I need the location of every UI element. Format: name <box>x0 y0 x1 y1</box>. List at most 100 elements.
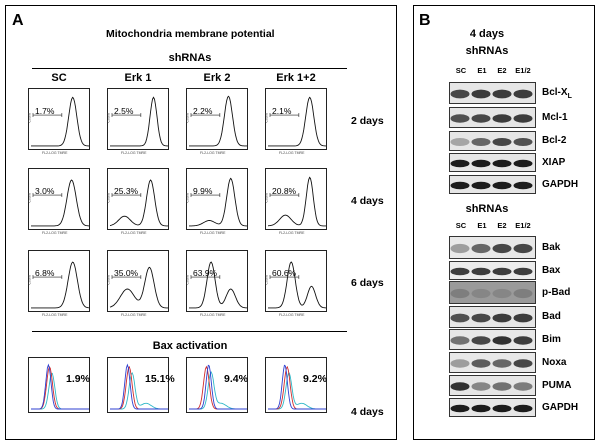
x-axis-label-r1-c1: FL2-LOG TMRE <box>121 231 147 235</box>
y-axis-label-r0-c1: Count <box>106 113 111 123</box>
histogram-curve-r1-c1 <box>109 179 168 227</box>
lane-label-top-2: E2 <box>497 66 507 75</box>
histogram-curve-r2-c2 <box>189 261 247 309</box>
blot-group2-0-bands <box>450 243 533 254</box>
y-axis-label-r0-c2: Count <box>185 113 190 123</box>
panel-b-shrnas-label-2: shRNAs <box>465 203 509 215</box>
bax-curves-0 <box>31 363 89 410</box>
histogram-curve-r2-c1 <box>109 266 168 309</box>
x-axis-label-r2-c2: FL2-LOG TMRE <box>200 313 226 317</box>
lane-label-bottom-3: E1/2 <box>515 221 531 230</box>
blot-group1-3 <box>449 153 536 172</box>
panel-b-shrnas-label-1: shRNAs <box>465 45 509 57</box>
x-axis-label-r1-c2: FL2-LOG TMRE <box>200 231 226 235</box>
blot-group1-1-bands <box>450 114 533 123</box>
blot-group2-3-bands <box>450 313 533 323</box>
percent-r1-c0: 3.0% <box>35 186 55 196</box>
percent-r2-c3: 60.6% <box>272 268 297 278</box>
column-header-1: Erk 1 <box>124 72 152 84</box>
flow-histogram-r2-c1 <box>107 250 169 312</box>
protein-label-g2-1: Bax <box>542 264 561 276</box>
histogram-curve-r0-c1 <box>110 96 168 147</box>
x-axis-label-r0-c3: FL2-LOG TMRE <box>279 151 305 155</box>
lane-label-bottom-1: E1 <box>477 221 487 230</box>
blot-group2-0 <box>449 236 536 259</box>
bax-percent-3: 9.2% <box>303 373 327 385</box>
column-header-0: SC <box>51 72 67 84</box>
x-axis-label-r2-c3: FL2-LOG TMRE <box>279 313 305 317</box>
day-label-row-1: 4 days <box>351 195 384 207</box>
blot-group2-5-bands <box>450 359 533 368</box>
flow-histogram-r1-c2 <box>186 168 248 230</box>
bax-percent-1: 15.1% <box>145 373 175 385</box>
bclx-subscript: L <box>567 93 572 100</box>
protein-label-g2-2: p-Bad <box>542 286 571 298</box>
lane-label-top-3: E1/2 <box>515 66 531 75</box>
bax-histogram-3 <box>265 357 327 413</box>
blot-group1-0-bands <box>450 89 533 99</box>
flow-histogram-r2-c0 <box>28 250 90 312</box>
x-axis-label-r1-c3: FL2-LOG TMRE <box>279 231 305 235</box>
histogram-curve-r0-c2 <box>189 95 247 147</box>
x-axis-label-r1-c0: FL2-LOG TMRE <box>42 231 68 235</box>
bax-histogram-0 <box>28 357 90 413</box>
bax-percent-2: 9.4% <box>224 373 248 385</box>
x-axis-label-r0-c1: FL2-LOG TMRE <box>121 151 147 155</box>
blot-group2-7-bands <box>450 404 533 413</box>
blot-group2-6-bands <box>450 382 533 391</box>
percent-r0-c3: 2.1% <box>272 106 292 116</box>
x-axis-label-r0-c2: FL2-LOG TMRE <box>200 151 226 155</box>
blot-group2-1-bands <box>450 267 533 276</box>
y-axis-label-r0-c0: Count <box>27 113 32 123</box>
percent-r0-c2: 2.2% <box>193 106 213 116</box>
panel-a-shrnas-label: shRNAs <box>168 52 212 64</box>
y-axis-label-r2-c1: Count <box>106 275 111 285</box>
histogram-curve-r2-c0 <box>31 261 89 309</box>
bax-curves-1 <box>110 363 168 410</box>
blot-group1-4 <box>449 175 536 194</box>
blot-group2-6 <box>449 375 536 396</box>
blot-group2-3 <box>449 306 536 328</box>
blot-group2-2 <box>449 281 536 304</box>
x-axis-label-r2-c0: FL2-LOG TMRE <box>42 313 68 317</box>
y-axis-label-r2-c0: Count <box>27 275 32 285</box>
panel-b-letter: B <box>419 12 431 29</box>
percent-r2-c2: 63.9% <box>193 268 218 278</box>
lane-label-top-0: SC <box>455 66 467 75</box>
bax-day-label: 4 days <box>351 406 384 418</box>
day-label-row-0: 2 days <box>351 115 384 127</box>
column-header-3: Erk 1+2 <box>276 72 316 84</box>
day-label-row-2: 6 days <box>351 277 384 289</box>
percent-r1-c2: 9.9% <box>193 186 213 196</box>
panel-a-bax-rule <box>32 331 347 332</box>
y-axis-label-r1-c2: Count <box>185 193 190 203</box>
y-axis-label-r2-c2: Count <box>185 275 190 285</box>
flow-histogram-r0-c2 <box>186 88 248 150</box>
protein-label-g1-0: Bcl-XL <box>542 87 572 100</box>
histogram-curve-r2-c3 <box>268 261 326 309</box>
histogram-curve-r1-c0 <box>31 179 89 227</box>
flow-histogram-r0-c1 <box>107 88 169 150</box>
blot-group1-1 <box>449 107 536 128</box>
lane-label-bottom-2: E2 <box>497 221 507 230</box>
blot-group2-7 <box>449 398 536 417</box>
panel-a-title: Mitochondria membrane potential <box>106 28 275 40</box>
bax-histogram-1 <box>107 357 169 413</box>
histogram-curve-r1-c2 <box>189 177 247 227</box>
percent-r2-c1: 35.0% <box>114 268 139 278</box>
protein-label-g2-7: GAPDH <box>542 401 579 413</box>
bax-curves-3 <box>268 364 326 410</box>
blot-group2-2-bands <box>450 288 533 299</box>
flow-histogram-r1-c3 <box>265 168 327 230</box>
panel-a-letter: A <box>12 12 24 29</box>
protein-label-g2-0: Bak <box>542 241 561 253</box>
lane-label-bottom-0: SC <box>455 221 467 230</box>
blot-group2-5 <box>449 352 536 373</box>
flow-histogram-r0-c0 <box>28 88 90 150</box>
percent-r0-c0: 1.7% <box>35 106 55 116</box>
protein-label-g2-3: Bad <box>542 311 561 322</box>
y-axis-label-r1-c3: Count <box>264 193 269 203</box>
percent-r2-c0: 6.8% <box>35 268 55 278</box>
percent-r1-c3: 20.8% <box>272 186 297 196</box>
percent-r0-c1: 2.5% <box>114 106 134 116</box>
